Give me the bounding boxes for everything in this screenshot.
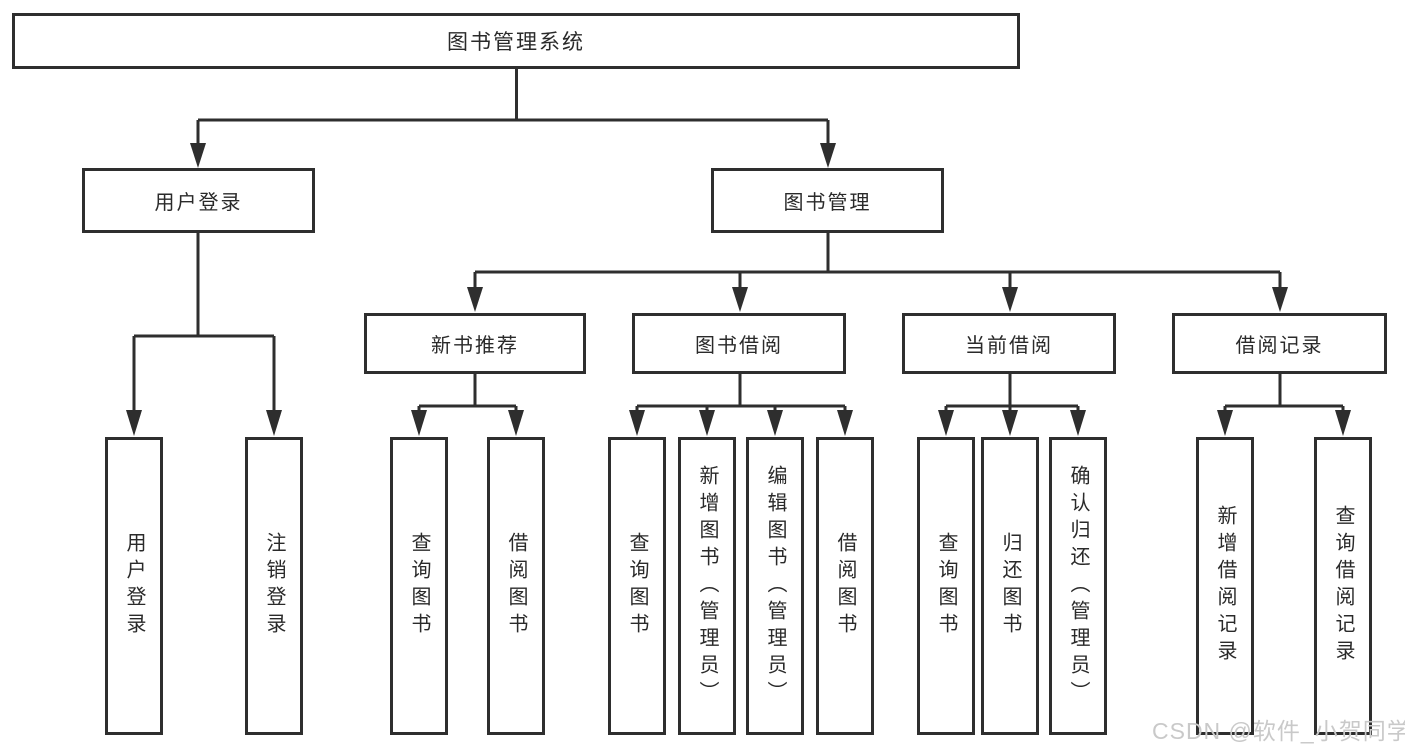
leaf-query-borrow-record: 查询借阅记录 bbox=[1314, 437, 1372, 735]
leaf-query-books-recommend-label: 查询图书 bbox=[408, 532, 430, 640]
watermark: CSDN @软件_小贺同学 bbox=[1152, 718, 1405, 744]
leaf-query-borrow-record-label: 查询借阅记录 bbox=[1332, 505, 1354, 667]
leaf-add-book-admin: 新增图书（管理员） bbox=[678, 437, 736, 735]
leaf-add-book-admin-label: 新增图书（管理员） bbox=[696, 464, 718, 708]
leaf-confirm-return-admin-label: 确认归还（管理员） bbox=[1067, 464, 1089, 708]
arrowhead-icons bbox=[126, 143, 1351, 436]
node-book-management-label: 图书管理 bbox=[783, 192, 872, 214]
leaf-borrow-books: 借阅图书 bbox=[816, 437, 874, 735]
node-root-label: 图书管理系统 bbox=[447, 31, 585, 54]
leaf-user-login-label: 用户登录 bbox=[123, 532, 145, 640]
leaf-query-books-borrow: 查询图书 bbox=[608, 437, 666, 735]
leaf-query-books-current: 查询图书 bbox=[917, 437, 975, 735]
leaf-logout: 注销登录 bbox=[245, 437, 303, 735]
leaf-borrow-books-label: 借阅图书 bbox=[834, 532, 856, 640]
node-borrow-records-label: 借阅记录 bbox=[1235, 335, 1324, 357]
leaf-edit-book-admin: 编辑图书（管理员） bbox=[746, 437, 804, 735]
node-user-login-label: 用户登录 bbox=[154, 192, 243, 214]
leaf-add-borrow-record-label: 新增借阅记录 bbox=[1214, 505, 1236, 667]
node-current-borrow-label: 当前借阅 bbox=[965, 335, 1053, 357]
leaf-add-borrow-record: 新增借阅记录 bbox=[1196, 437, 1254, 735]
leaf-confirm-return-admin: 确认归还（管理员） bbox=[1049, 437, 1107, 735]
leaf-return-books: 归还图书 bbox=[981, 437, 1039, 735]
node-new-book-recommend: 新书推荐 bbox=[364, 313, 586, 374]
leaf-edit-book-admin-label: 编辑图书（管理员） bbox=[764, 464, 786, 708]
leaf-query-books-recommend: 查询图书 bbox=[390, 437, 448, 735]
node-borrow-records: 借阅记录 bbox=[1172, 313, 1387, 374]
node-user-login: 用户登录 bbox=[82, 168, 315, 233]
leaf-borrow-books-recommend-label: 借阅图书 bbox=[505, 532, 527, 640]
leaf-query-books-current-label: 查询图书 bbox=[935, 532, 957, 640]
node-root: 图书管理系统 bbox=[12, 13, 1020, 69]
node-book-borrow: 图书借阅 bbox=[632, 313, 846, 374]
leaf-logout-label: 注销登录 bbox=[263, 532, 285, 640]
leaf-borrow-books-recommend: 借阅图书 bbox=[487, 437, 545, 735]
node-book-borrow-label: 图书借阅 bbox=[695, 335, 783, 357]
node-current-borrow: 当前借阅 bbox=[902, 313, 1116, 374]
leaf-return-books-label: 归还图书 bbox=[999, 532, 1021, 640]
node-book-management: 图书管理 bbox=[711, 168, 944, 233]
node-new-book-recommend-label: 新书推荐 bbox=[431, 335, 519, 357]
leaf-query-books-borrow-label: 查询图书 bbox=[626, 532, 648, 640]
leaf-user-login: 用户登录 bbox=[105, 437, 163, 735]
